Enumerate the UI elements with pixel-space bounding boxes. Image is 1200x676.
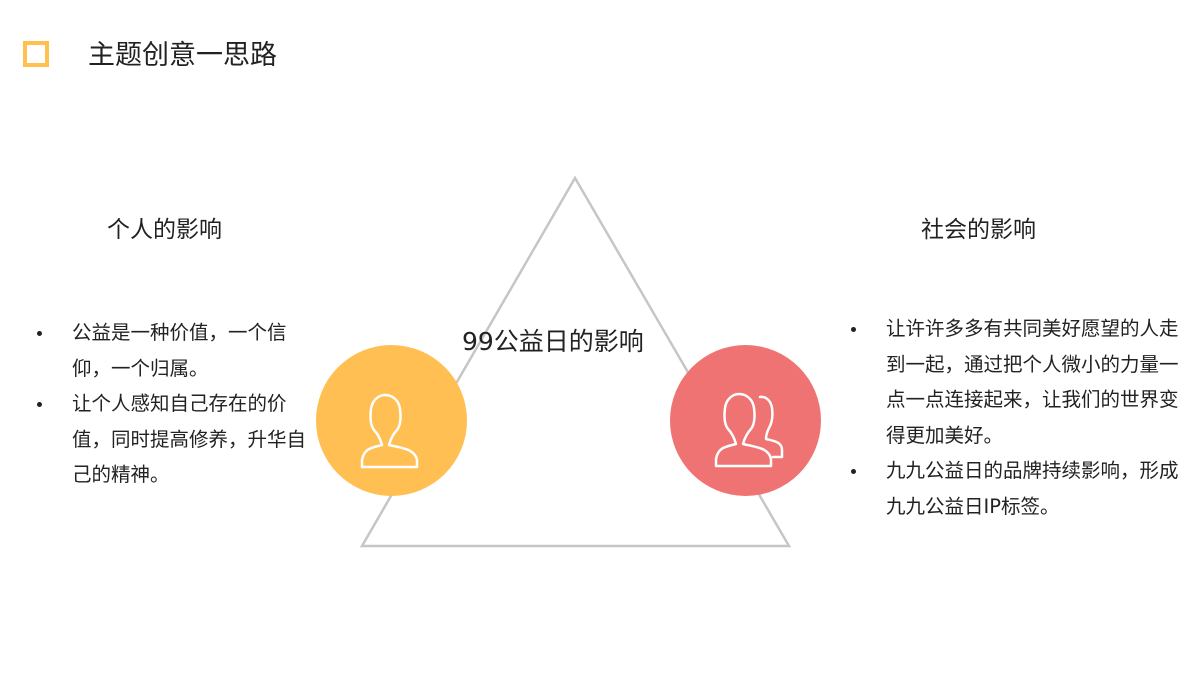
list-item-text: 九九公益日的品牌持续影响，形成九九公益日IP标签。 xyxy=(886,459,1179,518)
bullet-icon xyxy=(37,402,42,407)
social-impact-list: 让许许多多有共同美好愿望的人走到一起，通过把个人微小的力量一点一点连接起来，让我… xyxy=(851,311,1186,524)
list-item-text: 公益是一种价值，一个信仰，一个归属。 xyxy=(72,321,287,380)
diagram-center-label: 99公益日的影响 xyxy=(462,327,644,356)
list-item-text: 让许许多多有共同美好愿望的人走到一起，通过把个人微小的力量一点一点连接起来，让我… xyxy=(886,317,1179,447)
list-item: 让许许多多有共同美好愿望的人走到一起，通过把个人微小的力量一点一点连接起来，让我… xyxy=(851,311,1186,453)
list-item: 公益是一种价值，一个信仰，一个归属。 xyxy=(37,315,314,386)
bullet-icon xyxy=(851,327,856,332)
list-item: 九九公益日的品牌持续影响，形成九九公益日IP标签。 xyxy=(851,453,1186,524)
bullet-icon xyxy=(851,469,856,474)
bullet-icon xyxy=(37,331,42,336)
list-item: 让个人感知自己存在的价值，同时提高修养，升华自己的精神。 xyxy=(37,386,314,493)
personal-impact-list: 公益是一种价值，一个信仰，一个归属。 让个人感知自己存在的价值，同时提高修养，升… xyxy=(37,315,314,493)
social-impact-heading: 社会的影响 xyxy=(921,217,1036,243)
page-title: 主题创意一思路 xyxy=(88,40,277,71)
personal-impact-heading: 个人的影响 xyxy=(107,217,222,243)
personal-impact-node xyxy=(316,345,467,496)
list-item-text: 让个人感知自己存在的价值，同时提高修养，升华自己的精神。 xyxy=(72,392,307,486)
social-impact-node xyxy=(670,345,821,496)
users-group-icon xyxy=(714,392,784,468)
user-icon xyxy=(360,393,419,469)
title-accent-square-icon xyxy=(23,41,49,67)
